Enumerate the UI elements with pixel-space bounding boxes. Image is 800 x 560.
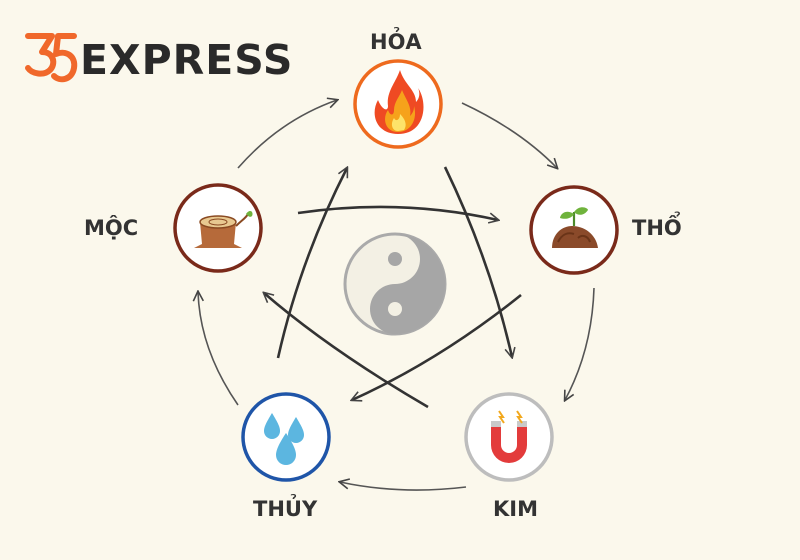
tree-stump-icon [194, 210, 253, 248]
arrow-kim-to-thuy [340, 482, 467, 491]
label-thuy: THỦY [253, 497, 318, 521]
water-drops-icon [264, 413, 304, 465]
arrow-kim-to-moc [264, 293, 429, 409]
arrow-thuy-to-hoa [276, 168, 347, 359]
label-moc: MỘC [84, 216, 139, 240]
arrow-hoa-to-tho [461, 102, 557, 168]
logo: EXPRESS [22, 26, 292, 96]
element-thuy [241, 392, 331, 482]
arrow-thuy-to-moc [198, 292, 239, 406]
controlling-cycle-arrows [264, 166, 522, 409]
magnet-icon [491, 410, 527, 463]
arrow-moc-to-tho [297, 205, 498, 220]
element-tho [529, 185, 619, 275]
logo-text: EXPRESS [80, 36, 294, 84]
label-kim: KIM [493, 497, 538, 521]
arrow-tho-to-kim [565, 287, 595, 400]
arrow-tho-to-thuy [352, 293, 522, 400]
element-kim [464, 392, 554, 482]
label-hoa: HỎA [370, 30, 422, 54]
yin-yang-icon [343, 232, 447, 336]
label-tho: THỔ [632, 216, 682, 240]
element-hoa [353, 59, 443, 149]
element-moc [173, 183, 263, 273]
generating-cycle-arrows [198, 100, 595, 491]
soil-sprout-icon [552, 207, 598, 248]
fire-icon [374, 70, 424, 134]
logo-35-icon [25, 33, 78, 83]
arrow-moc-to-hoa [237, 100, 337, 169]
arrow-hoa-to-kim [443, 166, 512, 357]
